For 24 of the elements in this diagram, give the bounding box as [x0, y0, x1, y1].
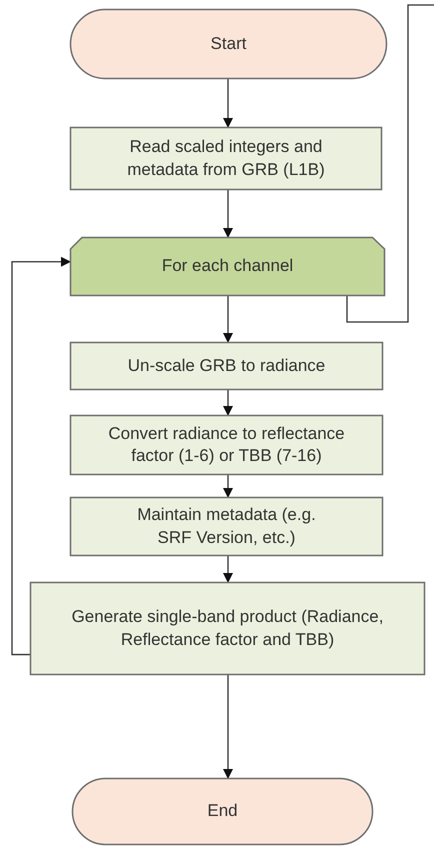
process-box — [70, 127, 382, 190]
arrow — [11, 256, 71, 656]
node-label: Convert radiance to reflectance factor (1-6) or TBB (7-16) — [107, 422, 346, 467]
arrow — [223, 475, 233, 498]
terminal-shape — [72, 778, 373, 845]
node-label: Start — [210, 32, 246, 55]
node-label: Generate single-band product (Radiance, Reflectance factor and TBB) — [70, 606, 384, 650]
node-label: End — [207, 800, 238, 822]
process-box — [30, 582, 425, 675]
arrow — [223, 675, 233, 779]
arrow — [223, 190, 233, 238]
loop-box — [70, 237, 385, 296]
arrow — [223, 556, 233, 583]
node-label: For each channel — [162, 255, 294, 278]
node-label: Read scaled integers and metadata from GRB (L1B) — [126, 136, 326, 180]
arrow — [223, 79, 233, 128]
arrow — [223, 390, 233, 416]
terminal-shape — [70, 9, 387, 79]
process-box — [70, 497, 383, 556]
arrow — [223, 296, 233, 343]
process-box — [70, 415, 383, 475]
process-box — [70, 342, 383, 390]
node-label: Un-scale GRB to radiance — [128, 354, 326, 377]
node-label: Maintain metadata (e.g. SRF Version, etc.) — [136, 504, 317, 548]
